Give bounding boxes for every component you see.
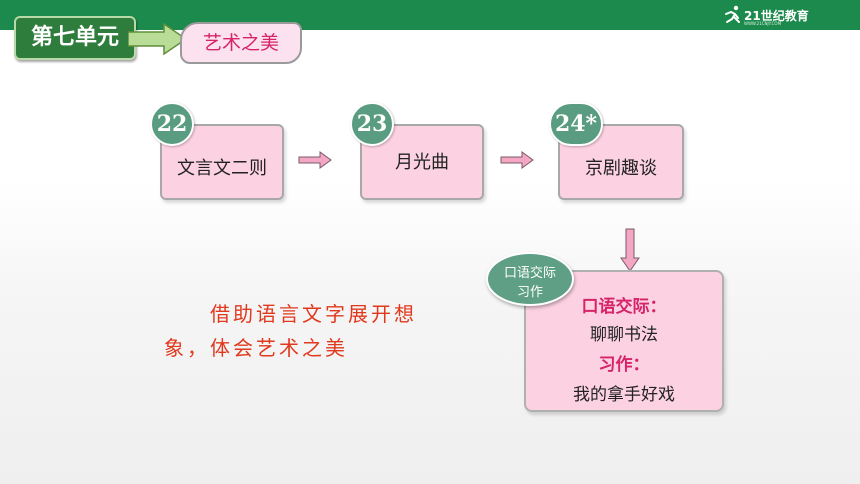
lesson-title: 月光曲 bbox=[395, 152, 449, 173]
lesson-number-badge: 23 bbox=[350, 102, 394, 146]
brand-logo: 21世纪教育 WWW.21CNJY.COM bbox=[722, 5, 809, 26]
oral-heading: 口语交际： bbox=[581, 297, 667, 317]
unit-badge: 第七单元 bbox=[14, 16, 136, 60]
runner-logo-icon bbox=[725, 5, 740, 23]
writing-heading: 习作： bbox=[598, 355, 650, 375]
lesson-number-badge: 24* bbox=[549, 102, 603, 146]
logo-text: 21世纪教育 bbox=[744, 8, 809, 23]
oral-writing-badge: 口语交际 习作 bbox=[486, 252, 574, 306]
arrow-right-icon bbox=[298, 151, 332, 169]
badge-line-2: 习作 bbox=[516, 285, 543, 300]
lesson-card-23[interactable]: 月光曲 bbox=[360, 124, 484, 200]
lesson-title: 京剧趣谈 bbox=[585, 158, 657, 179]
arrow-down-icon bbox=[620, 228, 640, 272]
oral-topic: 聊聊书法 bbox=[590, 325, 658, 345]
lesson-number-badge: 22 bbox=[150, 102, 194, 146]
unit-goal-line-1: 借助语言文字展开想 bbox=[210, 302, 417, 326]
lesson-title: 文言文二则 bbox=[177, 158, 267, 179]
lesson-card-24[interactable]: 京剧趣谈 bbox=[558, 124, 684, 200]
top-bar: 21世纪教育 WWW.21CNJY.COM bbox=[0, 0, 860, 30]
background-band bbox=[0, 180, 860, 484]
logo-subtext: WWW.21CNJY.COM bbox=[744, 21, 782, 26]
writing-topic: 我的拿手好戏 bbox=[573, 385, 675, 405]
theme-tag: 艺术之美 bbox=[180, 22, 302, 64]
arrow-right-icon bbox=[128, 22, 188, 56]
arrow-right-icon bbox=[500, 151, 534, 169]
oral-writing-card[interactable]: 口语交际： 聊聊书法 习作： 我的拿手好戏 bbox=[524, 270, 724, 412]
unit-goal-line-2: 象，体会艺术之美 bbox=[164, 336, 348, 360]
badge-line-1: 口语交际 bbox=[503, 266, 556, 281]
